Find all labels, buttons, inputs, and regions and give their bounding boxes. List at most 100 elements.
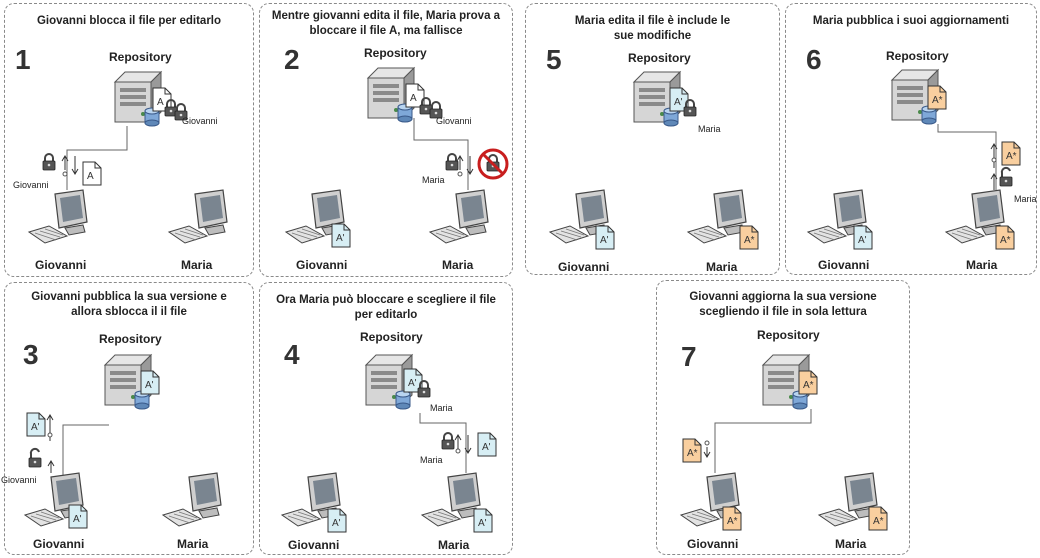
connector-dot (62, 171, 68, 177)
computer-icon (944, 189, 1005, 244)
lock-owner-label: Maria (1014, 194, 1037, 204)
computer-icon (428, 189, 489, 244)
step-number: 4 (284, 339, 300, 370)
panel-6: Maria pubblica i suoi aggiornamenti 6 Re… (785, 3, 1037, 275)
computer-icon (167, 189, 228, 244)
panel-5-drawing: A' A' A* (548, 70, 759, 250)
panel-4-drawing: A' A' A' A' (280, 353, 497, 533)
step-number: 7 (681, 341, 697, 372)
svg-text:A*: A* (687, 448, 698, 459)
file-icon: A* (739, 225, 759, 250)
file-icon: A (82, 161, 102, 186)
arrow-up-icon (61, 155, 69, 170)
computer-icon (817, 472, 878, 527)
arrow-down-icon (71, 156, 79, 175)
svg-text:A': A' (858, 235, 867, 246)
file-icon: A* (798, 370, 818, 395)
lock-owner-label: Maria (698, 124, 721, 134)
lock-icon (419, 97, 433, 115)
panel-title: Giovanni pubblica la sua versione e allo… (31, 291, 227, 318)
file-icon: A' (26, 412, 46, 437)
file-icon: A* (995, 225, 1015, 250)
panel-5: Maria edita il file è include le sue mod… (525, 3, 780, 275)
repository-label: Repository (757, 328, 820, 342)
svg-text:A*: A* (1006, 151, 1017, 162)
svg-text:A': A' (408, 378, 417, 389)
panel-title: Giovanni aggiorna la sua versione scegli… (689, 291, 877, 318)
panel-2: Mentre giovanni edita il file, Maria pro… (259, 3, 513, 277)
connection-line (62, 424, 109, 475)
svg-text:A': A' (31, 422, 40, 433)
svg-text:A*: A* (932, 95, 943, 106)
panel-3: Giovanni pubblica la sua versione e allo… (1, 282, 254, 555)
repository-label: Repository (628, 51, 691, 65)
connector-dot (457, 171, 463, 177)
computer-icon (161, 472, 222, 527)
step-number: 2 (284, 44, 300, 75)
step-number: 3 (23, 339, 39, 370)
panel-2-drawing: A A' (284, 66, 509, 248)
repository-label: Repository (886, 49, 949, 63)
lock-icon (429, 101, 443, 119)
client-label-maria: Maria (177, 537, 209, 551)
svg-text:A*: A* (727, 516, 738, 527)
client-label-maria: Maria (966, 258, 998, 272)
lock-user-label: Maria (420, 455, 443, 465)
arrow-up-icon (990, 173, 998, 190)
step-number: 6 (806, 44, 822, 75)
arrow-up-icon (454, 434, 462, 449)
lock-icon (42, 153, 56, 171)
unlock-user-label: Giovanni (1, 475, 37, 485)
arrow-up-icon (47, 460, 55, 473)
file-icon: A' (403, 368, 423, 393)
computer-icon (23, 472, 84, 527)
repository-label: Repository (99, 332, 162, 346)
file-icon: A* (722, 506, 742, 531)
panel-title: Maria edita il file è include le sue mod… (574, 15, 731, 42)
connector-dot (455, 448, 461, 454)
arrow-down-icon (464, 435, 472, 454)
database-icon (395, 390, 411, 410)
arrow-down-icon (466, 156, 474, 175)
svg-text:A: A (410, 93, 417, 104)
computer-icon (686, 189, 747, 244)
svg-text:A': A' (674, 97, 683, 108)
repository-label: Repository (364, 46, 427, 60)
svg-text:A*: A* (744, 235, 755, 246)
file-icon: A' (473, 508, 493, 533)
lock-owner-label: Maria (430, 403, 453, 413)
client-label-giovanni: Giovanni (288, 538, 340, 552)
unlock-icon (28, 447, 42, 468)
panel-1: Giovanni blocca il file per editarlo 1 R… (4, 3, 254, 277)
panel-title: Ora Maria può bloccare e scegliere il fi… (276, 294, 496, 321)
client-label-giovanni: Giovanni (35, 258, 87, 272)
unlock-icon (999, 166, 1013, 187)
connector-dot (47, 432, 53, 438)
computer-icon (27, 189, 88, 244)
lock-icon (174, 103, 188, 121)
file-icon: A* (682, 438, 702, 463)
panel-title: Giovanni blocca il file per editarlo (36, 15, 222, 27)
lock-owner-label: Giovanni (182, 116, 218, 126)
step-number: 1 (15, 44, 31, 75)
svg-text:A': A' (332, 518, 341, 529)
file-icon: A* (927, 85, 947, 110)
client-label-giovanni: Giovanni (818, 258, 870, 272)
file-icon: A* (1001, 141, 1021, 166)
panel-6-drawing: A* A* A' A* (806, 68, 1021, 250)
lock-icon (441, 432, 455, 450)
panel-1-drawing: A A (27, 70, 228, 244)
svg-text:A': A' (478, 518, 487, 529)
file-icon: A' (477, 432, 497, 457)
panel-7-drawing: A* A* A* A* (679, 353, 888, 531)
file-icon: A' (327, 508, 347, 533)
svg-text:A: A (157, 97, 164, 108)
client-label-giovanni: Giovanni (33, 537, 85, 551)
step-number: 5 (546, 44, 562, 75)
client-label-maria: Maria (438, 538, 470, 552)
lock-owner-label: Giovanni (13, 180, 49, 190)
panel-title: Maria pubblica i suoi aggiornamenti (812, 15, 1010, 27)
arrow-up-icon (990, 143, 998, 168)
client-label-giovanni: Giovanni (296, 258, 348, 272)
database-icon (921, 105, 937, 125)
